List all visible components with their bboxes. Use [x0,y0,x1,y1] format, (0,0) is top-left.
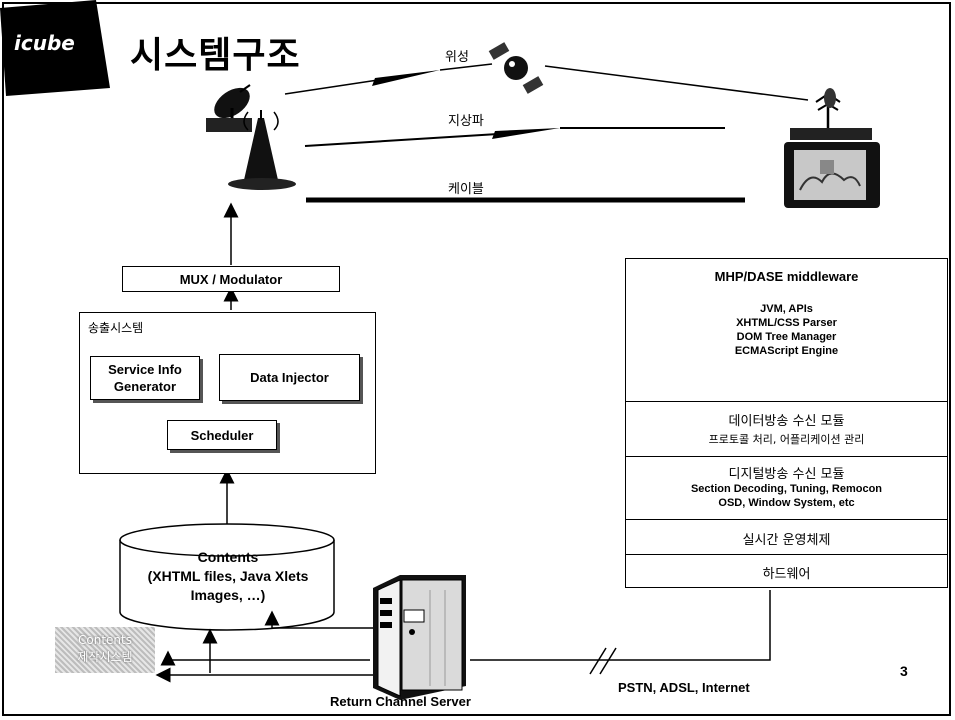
receiver-antenna-icon [815,88,841,132]
digital-module-title: 디지털방송 수신 모듈 [728,467,845,482]
broadcast-system-title: 송출시스템 [88,321,144,335]
scheduler-label: Scheduler [190,427,254,443]
satellite-icon [488,42,544,94]
data-module-title: 데이터방송 수신 모듈 [728,414,845,429]
scheduler-box: Scheduler [167,420,277,450]
service-info-line-1: Service Info [108,362,182,377]
middleware-section: MHP/DASE middleware JVM, APIs XHTML/CSS … [626,259,947,401]
rtos-section: 실시간 운영체제 [626,519,947,554]
digital-module-line: OSD, Window System, etc [718,497,855,509]
satellite-label: 위성 [445,50,469,65]
middleware-item: ECMAScript Engine [734,345,839,357]
network-break-2 [599,647,617,675]
middleware-item: DOM Tree Manager [736,331,837,343]
data-module-subtitle: 프로토콜 처리, 어플리케이션 관리 [708,433,865,446]
contents-database-icon [119,523,335,631]
hardware-label: 하드웨어 [762,567,811,582]
middleware-item: XHTML/CSS Parser [736,317,837,329]
server-to-authoring-arrow [160,650,370,666]
authoring-line-2: 제작시스템 [77,650,133,664]
middleware-item: JVM, APIs [760,303,813,315]
digital-module-line: Section Decoding, Tuning, Remocon [690,483,883,495]
page-title: 시스템구조 [130,35,301,76]
page-number: 3 [900,663,908,679]
logo-text: icube [14,31,75,55]
contents-line-2: (XHTML files, Java Xlets [147,568,309,584]
terrestrial-link [304,127,725,147]
icube-logo: icube [0,0,118,96]
contents-line-3: Images, …) [190,587,266,603]
terrestrial-label: 지상파 [448,114,484,129]
cable-label: 케이블 [448,182,484,197]
service-info-generator-box: Service Info Generator [90,356,200,400]
middleware-stack: MHP/DASE middleware JVM, APIs XHTML/CSS … [625,258,948,588]
data-injector-box: Data Injector [219,354,360,401]
satellite-dish-icon [206,84,252,132]
satellite-link [284,63,809,101]
return-server-label: Return Channel Server [330,694,471,709]
rtos-label: 실시간 운영체제 [742,533,831,548]
contents-line-1: Contents [197,549,259,565]
network-label: PSTN, ADSL, Internet [618,680,750,695]
mux-label: MUX / Modulator [179,271,283,287]
middleware-title: MHP/DASE middleware [714,269,859,284]
server-to-contents-arrow [264,610,373,629]
broadcast-tower-icon [228,110,296,190]
server-icon [373,575,466,700]
server-to-stb-line [470,590,771,661]
mux-box: MUX / Modulator [122,266,340,292]
network-break-1 [589,647,607,675]
digital-module-section: 디지털방송 수신 모듈 Section Decoding, Tuning, Re… [626,456,947,519]
middleware-items: JVM, APIs XHTML/CSS Parser DOM Tree Mana… [626,302,947,358]
contents-text: Contents (XHTML files, Java Xlets Images… [122,548,334,605]
service-info-line-2: Generator [113,379,177,394]
authoring-line-1: Contents [78,633,132,647]
data-module-section: 데이터방송 수신 모듈 프로토콜 처리, 어플리케이션 관리 [626,401,947,456]
contents-authoring-box: Contents 제작시스템 [55,627,155,673]
data-injector-label: Data Injector [250,370,329,385]
hardware-section: 하드웨어 [626,554,947,587]
tv-settop-icon [784,128,880,208]
logo-shape [0,0,110,96]
